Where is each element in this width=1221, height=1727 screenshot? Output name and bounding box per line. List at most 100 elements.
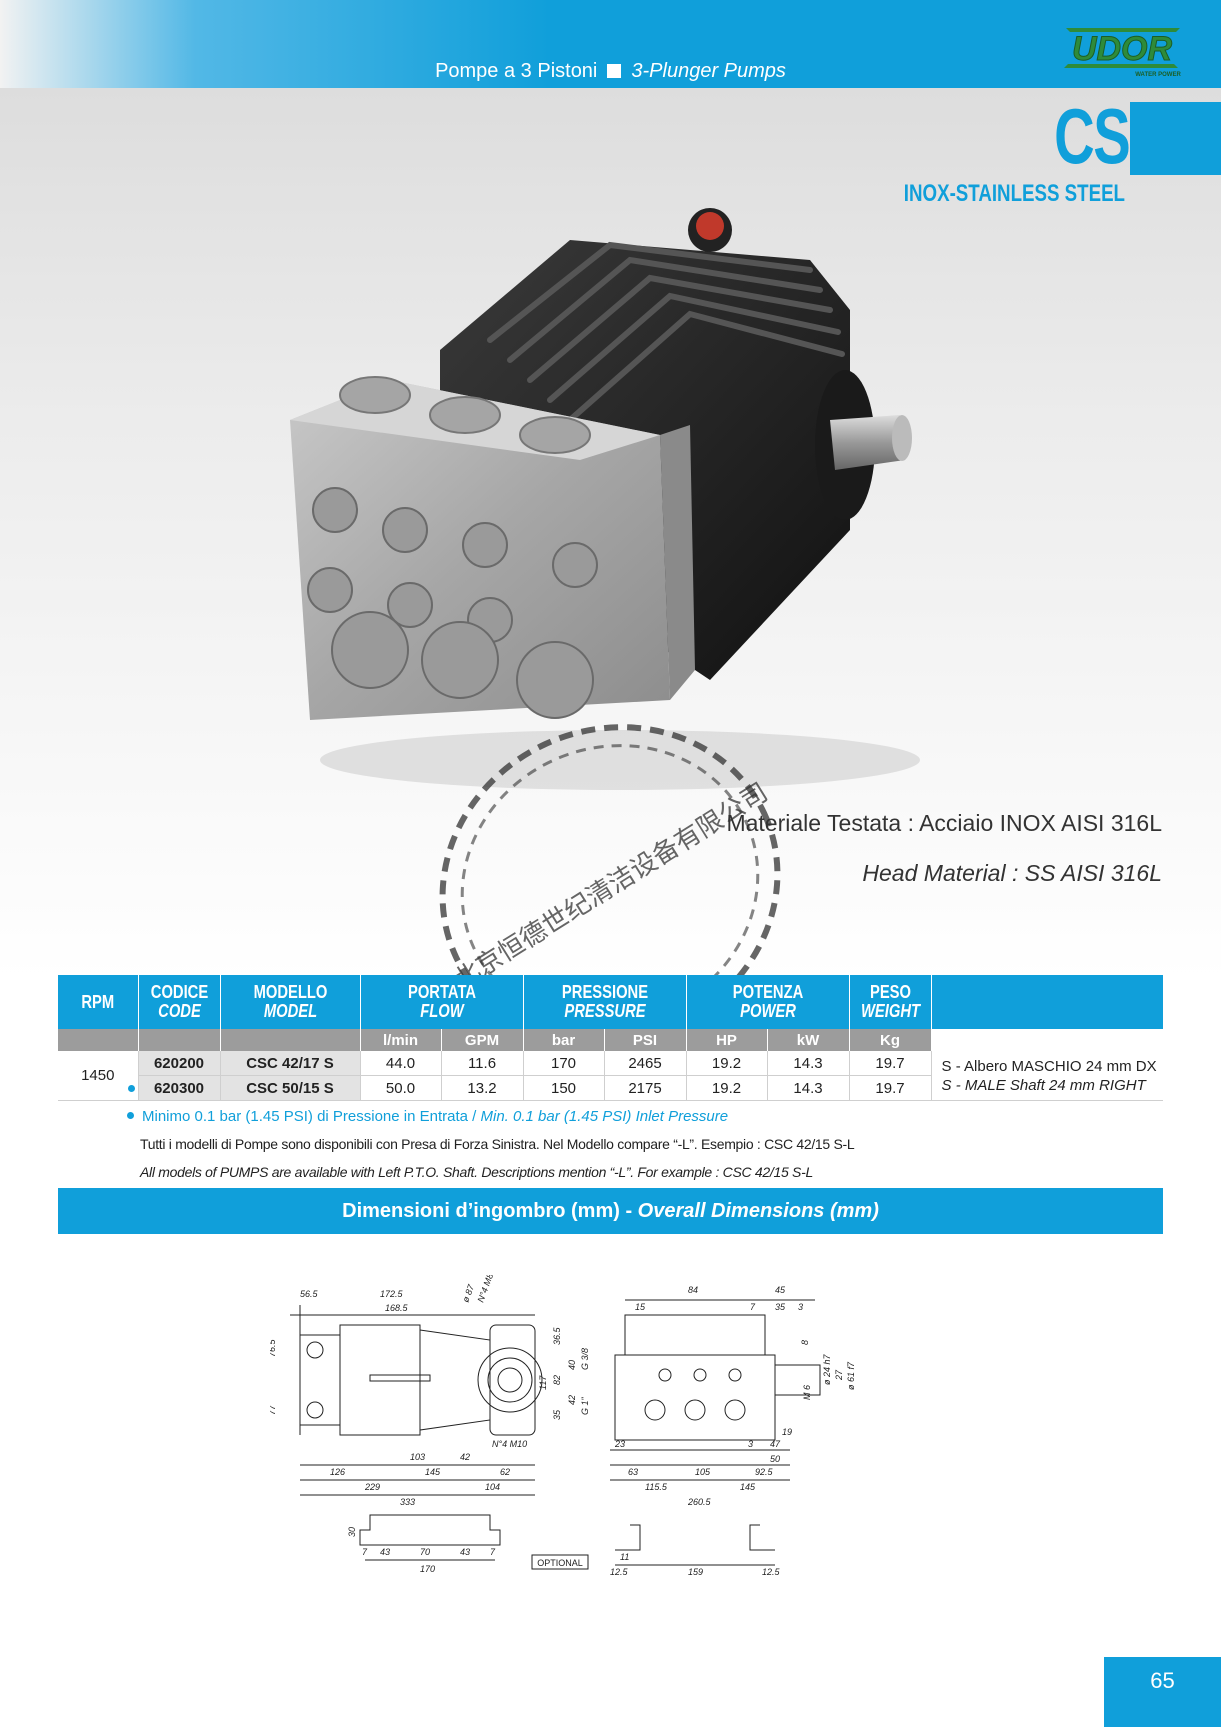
shaft-note: S - Albero MASCHIO 24 mm DX S - MALE Sha…: [931, 1051, 1164, 1101]
svg-text:42: 42: [567, 1395, 577, 1405]
header-rpm: RPM: [58, 975, 139, 1029]
svg-text:45: 45: [775, 1285, 786, 1295]
svg-text:145: 145: [740, 1482, 756, 1492]
svg-text:30: 30: [347, 1527, 357, 1537]
svg-text:115.5: 115.5: [645, 1482, 668, 1492]
table-row: 1450 620200 CSC 42/17 S 44.0 11.6 170 24…: [58, 1051, 1164, 1101]
svg-text:WATER POWER: WATER POWER: [1135, 72, 1181, 78]
row-bar: 150: [523, 1075, 605, 1101]
svg-text:11: 11: [620, 1552, 629, 1562]
header-notes: [931, 975, 1164, 1029]
svg-text:36.5: 36.5: [552, 1326, 562, 1345]
row-bar: 170: [523, 1051, 605, 1076]
svg-text:ø 24 h7: ø 24 h7: [822, 1353, 832, 1385]
svg-text:35: 35: [775, 1302, 786, 1312]
bullet-icon: [127, 1112, 134, 1119]
svg-text:126: 126: [330, 1467, 345, 1477]
row-hp: 19.2: [686, 1051, 768, 1076]
bullet-icon: [128, 1085, 135, 1092]
head-material-en: Head Material : SS AISI 316L: [862, 860, 1162, 886]
svg-text:63: 63: [628, 1467, 638, 1477]
table-units-row: l/min GPM bar PSI HP kW Kg: [58, 1029, 1164, 1051]
dimensions-title-bar: Dimensioni d’ingombro (mm) - Overall Dim…: [58, 1188, 1163, 1234]
svg-text:333: 333: [400, 1497, 415, 1507]
unit-bar: bar: [523, 1029, 605, 1051]
row-kg: 19.7: [849, 1075, 932, 1101]
svg-text:84: 84: [688, 1285, 698, 1295]
series-subtitle: INOX-STAINLESS STEEL: [903, 180, 1125, 207]
svg-text:50: 50: [770, 1454, 780, 1464]
svg-text:77: 77: [270, 1404, 277, 1415]
svg-text:7: 7: [490, 1547, 496, 1557]
svg-text:92.5: 92.5: [755, 1467, 774, 1477]
svg-text:23: 23: [614, 1439, 625, 1449]
left-shaft-note-en: All models of PUMPS are available with L…: [140, 1164, 813, 1180]
svg-text:12.5: 12.5: [610, 1567, 629, 1577]
row-psi: 2465: [604, 1051, 687, 1076]
svg-text:159: 159: [688, 1567, 703, 1577]
series-title: CS: [1054, 92, 1131, 180]
row-lmin: 50.0: [360, 1075, 442, 1101]
unit-lmin: l/min: [360, 1029, 442, 1051]
svg-text:56.5: 56.5: [300, 1289, 319, 1299]
unit-kg: Kg: [849, 1029, 932, 1051]
svg-text:104: 104: [485, 1482, 500, 1492]
svg-text:145: 145: [425, 1467, 441, 1477]
row-kw: 14.3: [767, 1075, 850, 1101]
row-code: 620300: [138, 1075, 221, 1101]
svg-text:260.5: 260.5: [687, 1497, 712, 1507]
svg-text:M 6: M 6: [802, 1385, 812, 1400]
svg-text:117: 117: [538, 1375, 548, 1390]
row-lmin: 44.0: [360, 1051, 442, 1076]
svg-text:168.5: 168.5: [385, 1303, 409, 1313]
svg-text:12.5: 12.5: [762, 1567, 781, 1577]
svg-text:N°4 M10: N°4 M10: [492, 1439, 527, 1449]
svg-text:40: 40: [567, 1360, 577, 1370]
unit-hp: HP: [686, 1029, 768, 1051]
svg-text:G 1": G 1": [580, 1396, 590, 1415]
svg-text:N°4 M8: N°4 M8: [475, 1275, 495, 1304]
svg-text:43: 43: [460, 1547, 470, 1557]
svg-text:62: 62: [500, 1467, 510, 1477]
svg-text:172.5: 172.5: [380, 1289, 404, 1299]
svg-text:43: 43: [380, 1547, 390, 1557]
svg-text:76.5: 76.5: [270, 1338, 277, 1357]
optional-label: OPTIONAL: [537, 1558, 583, 1568]
inlet-pressure-note: Minimo 0.1 bar (1.45 PSI) di Pressione i…: [127, 1108, 728, 1125]
svg-text:G 3/8: G 3/8: [580, 1348, 590, 1370]
svg-text:35: 35: [552, 1409, 562, 1420]
svg-text:19: 19: [782, 1427, 792, 1437]
row-gpm: 11.6: [441, 1051, 524, 1076]
row-model: CSC 42/17 S: [220, 1051, 361, 1076]
svg-text:8: 8: [800, 1340, 810, 1345]
svg-text:7: 7: [362, 1547, 368, 1557]
svg-text:42: 42: [460, 1452, 470, 1462]
svg-text:105: 105: [695, 1467, 711, 1477]
svg-text:7: 7: [750, 1302, 756, 1312]
row-model: CSC 50/15 S: [220, 1075, 361, 1101]
head-material-it: Materiale Testata : Acciaio INOX AISI 31…: [726, 810, 1162, 836]
rpm-value: 1450: [58, 1051, 139, 1101]
shaft-note-it: S - Albero MASCHIO 24 mm DX: [941, 1057, 1157, 1075]
row-kw: 14.3: [767, 1051, 850, 1076]
row-hp: 19.2: [686, 1075, 768, 1101]
shaft-note-en: S - MALE Shaft 24 mm RIGHT: [941, 1076, 1146, 1094]
svg-text:82: 82: [552, 1375, 562, 1385]
table-row: 620300 CSC 50/15 S 50.0 13.2 150 2175 19…: [58, 1075, 1163, 1101]
left-shaft-note-it: Tutti i modelli di Pompe sono disponibil…: [140, 1136, 855, 1152]
svg-text:27: 27: [834, 1369, 844, 1381]
svg-text:UDOR: UDOR: [1072, 30, 1173, 68]
svg-text:ø 87: ø 87: [460, 1282, 476, 1303]
row-gpm: 13.2: [441, 1075, 524, 1101]
svg-text:ø 61 f7: ø 61 f7: [846, 1361, 856, 1390]
svg-text:103: 103: [410, 1452, 425, 1462]
svg-text:15: 15: [635, 1302, 646, 1312]
